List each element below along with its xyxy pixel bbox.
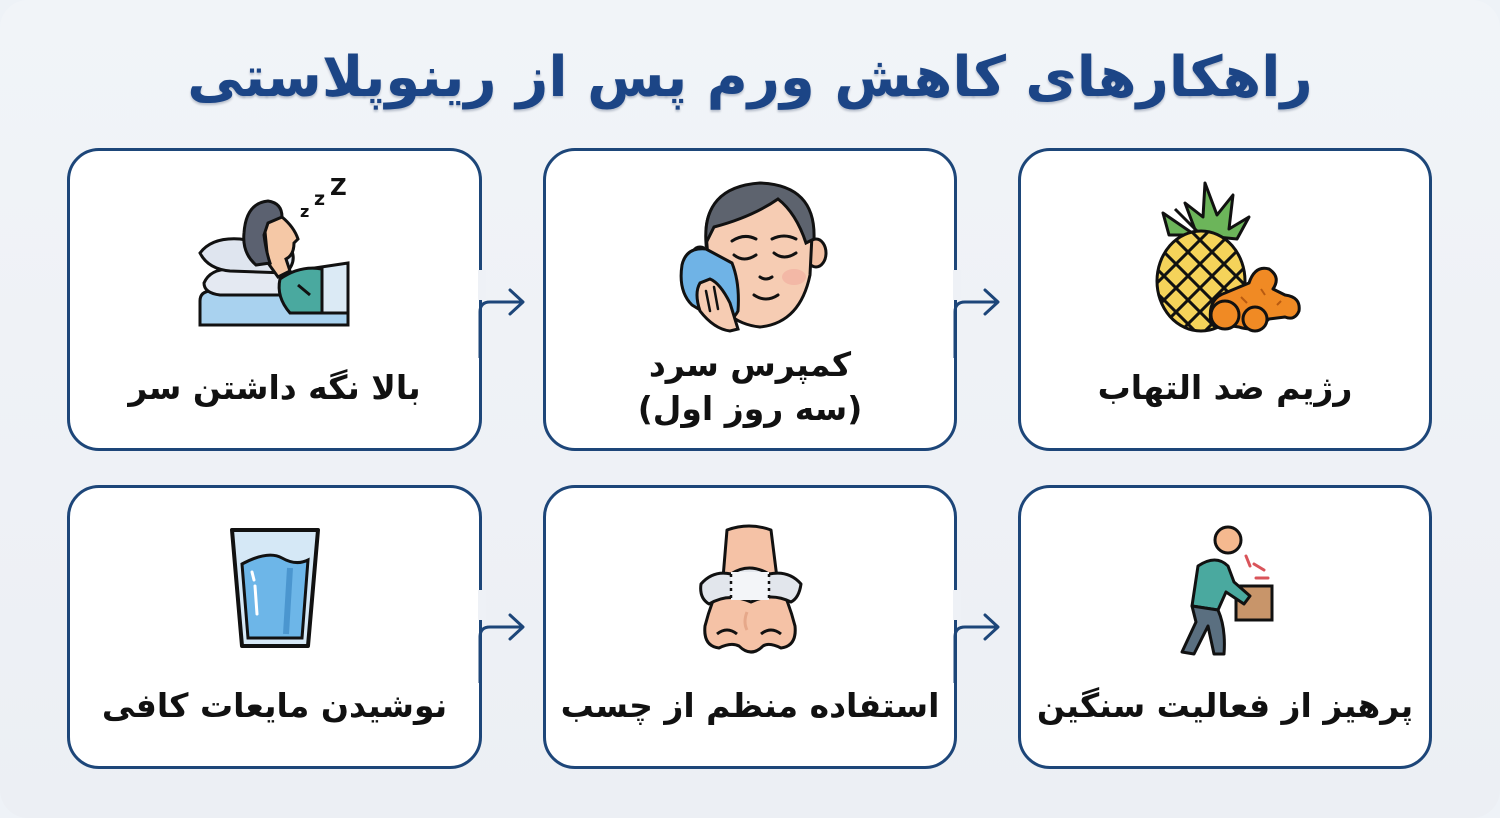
arrow-right-icon [478, 613, 525, 683]
card-label: کمپرس سرد [648, 345, 852, 384]
card-avoid-heavy-activity: پرهیز از فعالیت سنگین [1018, 485, 1432, 769]
svg-text:z: z [300, 202, 309, 221]
page-title: راهکارهای کاهش ورم پس از رینوپلاستی [187, 45, 1313, 110]
arrow-right-icon [478, 288, 525, 358]
card-label: نوشیدن مایعات کافی [101, 686, 448, 725]
taped-nose-icon [699, 524, 803, 654]
arrow-right-icon [953, 288, 1000, 358]
card-sublabel: (سه روز اول) [637, 389, 863, 428]
svg-text:z: z [314, 188, 325, 210]
card-label: استفاده منظم از چسب [560, 686, 940, 725]
svg-text:Z: Z [330, 175, 347, 201]
card-label: بالا نگه داشتن سر [128, 368, 421, 407]
pineapple-turmeric-icon [1155, 181, 1301, 333]
card-label: پرهیز از فعالیت سنگین [1036, 686, 1414, 725]
arrow-right-icon [953, 613, 1000, 683]
connector-gap [953, 270, 961, 300]
connector-gap [478, 270, 486, 300]
card-label: رژیم ضد التهاب [1097, 368, 1353, 407]
connector-gap [478, 590, 486, 620]
cold-compress-face-icon [679, 181, 828, 333]
card-drink-fluids: نوشیدن مایعات کافی [67, 485, 482, 769]
card-keep-head-elevated: z z Z بالا نگه داشتن سر [67, 148, 482, 451]
sleeping-person-icon: z z Z [197, 175, 349, 327]
person-lifting-box-icon [1180, 525, 1274, 656]
water-glass-icon [229, 528, 320, 648]
card-nasal-tape: استفاده منظم از چسب [543, 485, 957, 769]
connector-gap [953, 590, 961, 620]
card-cold-compress: کمپرس سرد (سه روز اول) [543, 148, 957, 451]
card-anti-inflammatory-diet: رژیم ضد التهاب [1018, 148, 1432, 451]
